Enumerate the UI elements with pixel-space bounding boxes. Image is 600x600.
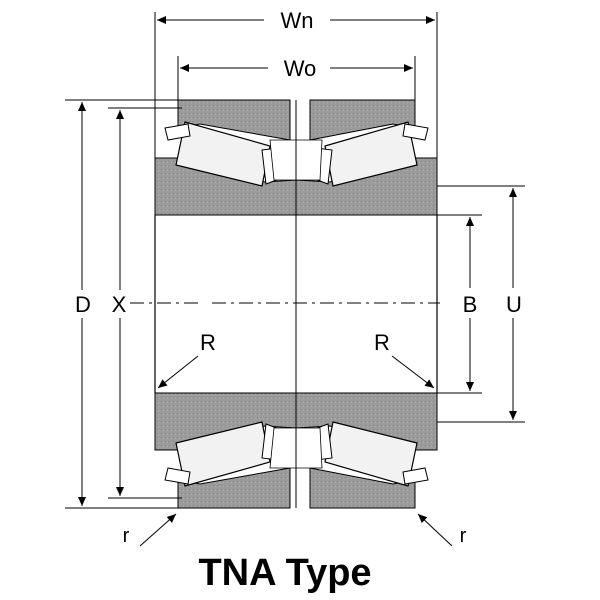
label-r-small-left: r bbox=[123, 525, 130, 547]
label-b: B bbox=[463, 292, 478, 317]
outer-cup-right-lower bbox=[309, 467, 416, 509]
label-r-right: R bbox=[374, 330, 390, 355]
lower-section bbox=[154, 392, 438, 509]
label-wn: Wn bbox=[281, 8, 314, 33]
label-x: X bbox=[112, 292, 127, 317]
label-r-left: R bbox=[200, 330, 216, 355]
label-d: D bbox=[75, 292, 91, 317]
label-u: U bbox=[506, 292, 522, 317]
label-wo: Wo bbox=[284, 56, 317, 81]
label-r-small-right: r bbox=[460, 525, 467, 547]
diagram-title: TNA Type bbox=[198, 552, 371, 594]
roller-upper-left bbox=[175, 121, 271, 187]
roller-upper-right bbox=[324, 121, 418, 187]
outer-cup-left bbox=[177, 99, 291, 141]
